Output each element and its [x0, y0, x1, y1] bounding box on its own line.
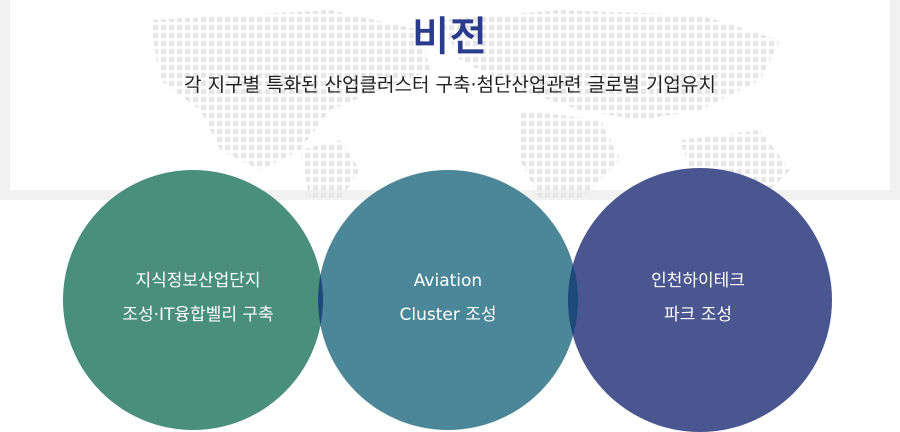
world-map-background: [150, 10, 790, 200]
circle-label-aviation: Aviation Cluster 조성: [318, 264, 578, 332]
circle-label-hightech-line2: 파크 조성: [664, 305, 732, 325]
circle-label-knowledge-line1: 지식정보산업단지: [135, 271, 261, 291]
vision-subtitle: 각 지구별 특화된 산업클러스터 구축·첨단산업관련 글로벌 기업유치: [184, 74, 716, 96]
vision-circle-knowledge: [63, 170, 323, 430]
circle-label-knowledge: 지식정보산업단지 조성·IT융합벨리 구축: [68, 264, 328, 332]
circle-label-aviation-line2: Cluster 조성: [399, 305, 497, 325]
vision-circle-hightech: [568, 168, 832, 432]
circle-label-hightech-line1: 인천하이테크: [651, 271, 745, 291]
circle-label-hightech: 인천하이테크 파크 조성: [568, 264, 828, 332]
vision-circle-aviation: [318, 170, 578, 430]
circle-label-knowledge-line2: 조성·IT융합벨리 구축: [122, 305, 274, 325]
circle-label-aviation-line1: Aviation: [413, 271, 483, 291]
page-title: 비전: [412, 14, 488, 60]
